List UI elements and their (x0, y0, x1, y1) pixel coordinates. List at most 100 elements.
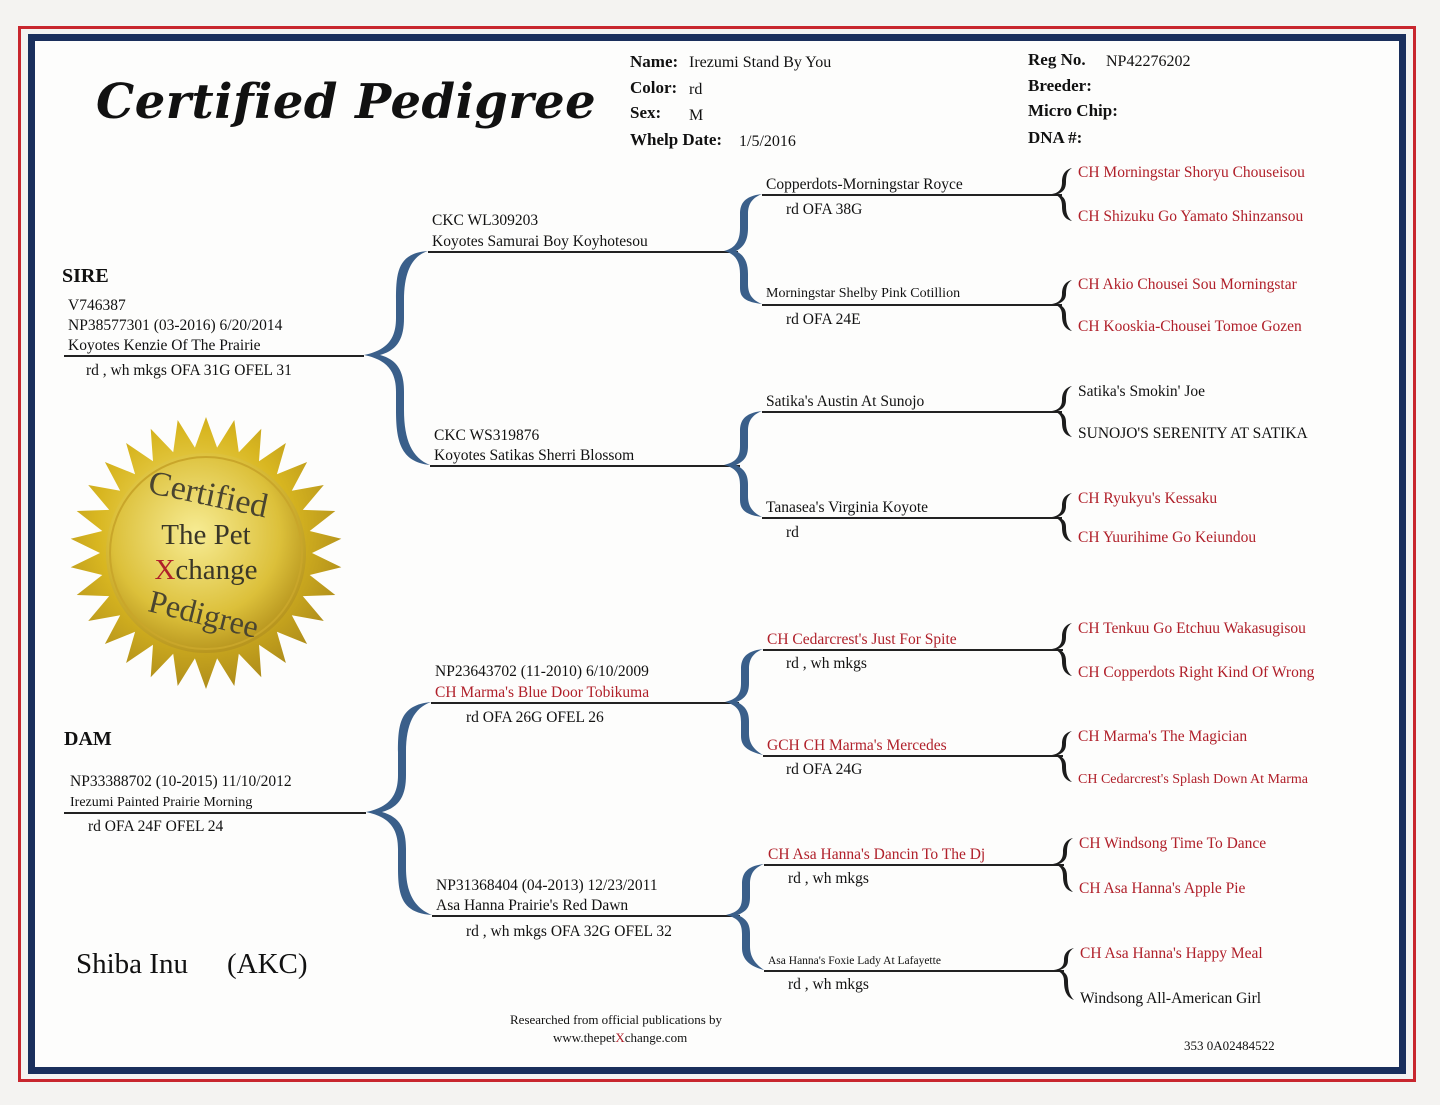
gen3-brace-7 (1053, 838, 1073, 892)
gen3-brace-8 (1054, 948, 1074, 1000)
gen4-4: CH Kooskia-Chousei Tomoe Gozen (1078, 318, 1302, 335)
gen3-name-2: Morningstar Shelby Pink Cotillion (766, 286, 961, 301)
gen3-name-5: CH Cedarcrest's Just For Spite (767, 631, 957, 648)
sire-name: Koyotes Kenzie Of The Prairie (68, 337, 261, 354)
gen3-line-6 (763, 755, 1063, 757)
url-part-x: X (615, 1030, 625, 1045)
reg-label: Reg No. (1028, 50, 1086, 69)
gen2-sire-dam-name: Koyotes Satikas Sherri Blossom (434, 447, 635, 464)
gen4-11: CH Marma's The Magician (1078, 728, 1248, 745)
whelp-date: 1/5/2016 (739, 133, 796, 150)
gen2-line-4 (432, 915, 740, 917)
seal-word-thepet: The Pet (161, 519, 250, 551)
gen4-2: CH Shizuku Go Yamato Shinzansou (1078, 208, 1304, 225)
dam-bracket (366, 702, 432, 915)
sire-info: rd , wh mkgs OFA 31G OFEL 31 (86, 362, 292, 379)
microchip-label: Micro Chip: (1028, 101, 1118, 120)
gen3-info-1: rd OFA 38G (786, 201, 863, 218)
gen4-7: CH Ryukyu's Kessaku (1078, 490, 1218, 507)
gen3-info-7: rd , wh mkgs (788, 870, 869, 887)
gen3-info-5: rd , wh mkgs (786, 655, 867, 672)
outer-red-border (18, 26, 1416, 1082)
gen4-16: Windsong All-American Girl (1080, 990, 1262, 1007)
page-title: Certified Pedigree (96, 74, 597, 130)
gen2-sire-sire-name: Koyotes Samurai Boy Koyhotesou (432, 233, 648, 250)
gen3-name-3: Satika's Austin At Sunojo (766, 393, 925, 410)
color-label: Color: (630, 78, 678, 97)
sire-registration: NP38577301 (03-2016) 6/20/2014 (68, 317, 283, 334)
gen3-info-8: rd , wh mkgs (788, 976, 869, 993)
gen4-14: CH Asa Hanna's Apple Pie (1079, 880, 1246, 897)
reg-number: NP42276202 (1106, 53, 1191, 70)
dna-label: DNA #: (1028, 128, 1083, 147)
gen2-sire-sire-reg: CKC WL309203 (432, 212, 539, 229)
gen3-brace-5 (1052, 623, 1072, 676)
gen2-dam-dam-name: Asa Hanna Prairie's Red Dawn (436, 897, 629, 914)
dog-name: Irezumi Stand By You (689, 54, 832, 71)
gen2-dam-sire-name: CH Marma's Blue Door Tobikuma (435, 684, 650, 701)
research-note: Researched from official publications by (510, 1012, 723, 1027)
sire-reg: V746387 (68, 297, 126, 314)
sire-heading: SIRE (62, 265, 109, 287)
gen2-dam-sire-info: rd OFA 26G OFEL 26 (466, 709, 604, 726)
gen2-dam-sire-reg: NP23643702 (11-2010) 6/10/2009 (435, 663, 649, 680)
seal-word-xchange: Xchange (154, 554, 257, 586)
gen2-bracket-3 (725, 649, 763, 755)
gen4-15: CH Asa Hanna's Happy Meal (1080, 945, 1263, 962)
gen3-line-8 (764, 970, 1064, 972)
name-label: Name: (630, 52, 679, 71)
gen3-line-7 (764, 864, 1064, 866)
document-code: 353 0A02484522 (1184, 1038, 1275, 1053)
gen3-brace-3 (1052, 386, 1072, 437)
breed: Shiba Inu (76, 948, 188, 980)
certified-seal: Certified The Pet Xchange Pedigree (70, 417, 342, 689)
gen3-name-7: CH Asa Hanna's Dancin To The Dj (768, 846, 986, 863)
gen2-bracket-1 (724, 194, 762, 304)
gen3-info-4: rd (786, 524, 799, 541)
gen4-10: CH Copperdots Right Kind Of Wrong (1078, 664, 1315, 681)
gen4-5: Satika's Smokin' Joe (1078, 383, 1206, 400)
gen3-line-3 (762, 411, 1062, 413)
gen2-bracket-2 (724, 411, 762, 517)
dam-heading: DAM (64, 728, 112, 750)
seal-change: change (175, 554, 257, 586)
gen2-line-1 (428, 251, 738, 253)
gen2-bracket-4 (726, 864, 764, 970)
gen4-9: CH Tenkuu Go Etchuu Wakasugisou (1078, 620, 1306, 637)
gen4-8: CH Yuurihime Go Keiundou (1078, 529, 1257, 546)
gen2-line-2 (430, 465, 740, 467)
gen3-name-4: Tanasea's Virginia Koyote (766, 499, 929, 516)
gen3-brace-6 (1052, 731, 1072, 782)
breeder-label: Breeder: (1028, 76, 1092, 95)
sex-label: Sex: (630, 103, 662, 122)
registry: (AKC) (227, 948, 308, 980)
gen4-13: CH Windsong Time To Dance (1079, 835, 1267, 852)
gen3-name-6: GCH CH Marma's Mercedes (767, 737, 947, 754)
dam-name: Irezumi Painted Prairie Morning (70, 795, 253, 810)
gen2-dam-dam-reg: NP31368404 (04-2013) 12/23/2011 (436, 877, 658, 894)
gen4-3: CH Akio Chousei Sou Morningstar (1078, 276, 1297, 293)
url-part-1: www.thepet (553, 1030, 616, 1045)
gen3-brace-1 (1052, 168, 1072, 221)
dam-registration: NP33388702 (10-2015) 11/10/2012 (70, 773, 292, 790)
whelp-label: Whelp Date: (630, 130, 723, 149)
sire-bracket (364, 251, 430, 465)
gen4-12: CH Cedarcrest's Splash Down At Marma (1078, 772, 1308, 787)
gen2-dam-dam-info: rd , wh mkgs OFA 32G OFEL 32 (466, 923, 672, 940)
gen3-brace-2 (1052, 280, 1072, 331)
dam-info: rd OFA 24F OFEL 24 (88, 818, 224, 835)
gen3-line-4 (762, 517, 1062, 519)
url-part-2: change.com (624, 1030, 688, 1045)
dog-color: rd (689, 81, 703, 98)
gen2-sire-dam-reg: CKC WS319876 (434, 427, 540, 444)
gen3-brace-4 (1052, 493, 1072, 542)
gen4-6: SUNOJO'S SERENITY AT SATIKA (1078, 425, 1308, 442)
gen3-line-5 (763, 649, 1063, 651)
gen3-line-1 (762, 194, 1062, 196)
sire-line (64, 355, 364, 357)
gen3-name-1: Copperdots-Morningstar Royce (766, 176, 963, 193)
gen4-1: CH Morningstar Shoryu Chouseisou (1078, 164, 1305, 181)
research-url: www.thepetXchange.com (553, 1031, 687, 1044)
gen3-info-6: rd OFA 24G (786, 761, 863, 778)
